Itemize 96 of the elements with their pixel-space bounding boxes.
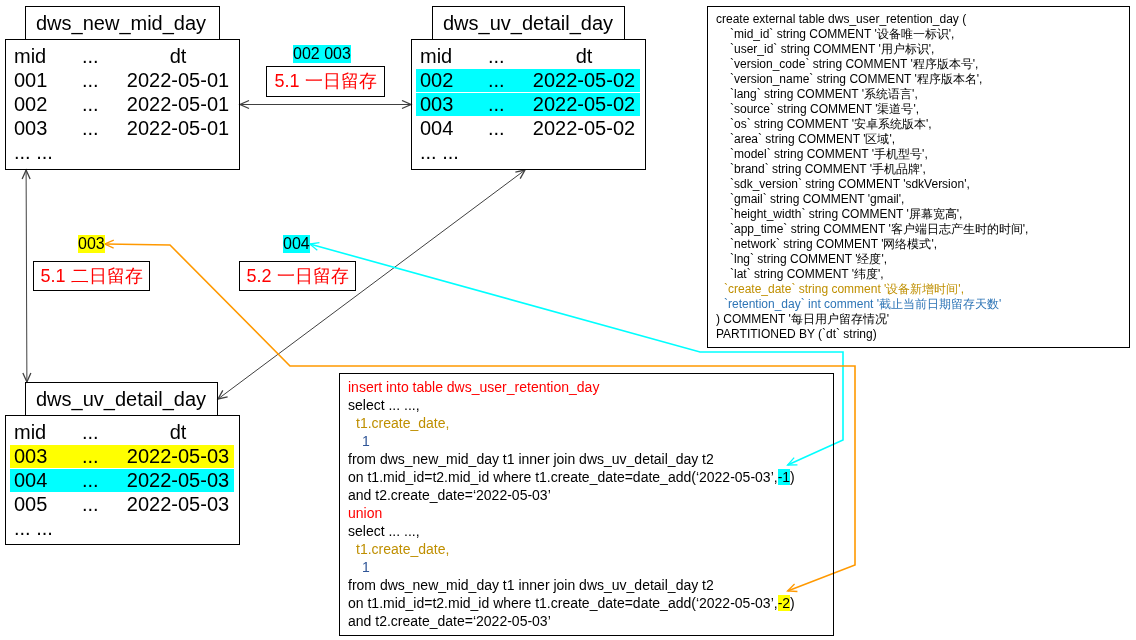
code-line: `lng` string COMMENT '经度',: [730, 252, 888, 267]
highlighted-text: 002 003: [293, 45, 351, 63]
code-line: `user_id` string COMMENT '用户标识',: [730, 42, 935, 57]
code-line: `area` string COMMENT '区域',: [730, 132, 896, 147]
table-text: 002: [420, 69, 454, 92]
table-text: 004: [420, 117, 454, 140]
highlighted-text: 003: [78, 235, 105, 253]
code-line: `os` string COMMENT '安卓系统版本',: [730, 117, 932, 132]
code-line: `model` string COMMENT '手机型号',: [730, 147, 928, 162]
code-line: `mid_id` string COMMENT '设备唯一标识',: [730, 27, 955, 42]
table-text: ...: [82, 445, 99, 468]
code-line: on t1.mid_id=t2.mid_id where t1.create_date=date_add(‘2022-05-03’,: [348, 594, 778, 612]
column-header: mid: [14, 45, 47, 68]
code-line: `source` string COMMENT '渠道号',: [730, 102, 920, 117]
table-text: ...: [488, 117, 505, 140]
table-text: 2022-05-02: [531, 69, 637, 92]
table-text: 2022-05-03: [125, 469, 231, 492]
code-line: `sdk_version` string COMMENT 'sdkVersion',: [730, 177, 970, 192]
table-box: [411, 39, 646, 170]
table-text: 005: [14, 493, 48, 516]
table-text: ...: [488, 69, 505, 92]
code-line: select ... ...,: [348, 396, 420, 414]
arrow: [21, 169, 32, 383]
table-text: 2022-05-03: [125, 493, 231, 516]
column-header: ...: [82, 45, 99, 68]
code-line: 1: [362, 558, 370, 576]
arrow: [217, 169, 526, 400]
table-text: ...: [82, 469, 99, 492]
code-line: `app_time` string COMMENT '客户端日志产生时的时间',: [730, 222, 1029, 237]
table-box: [5, 39, 240, 170]
table-text: ...: [488, 93, 505, 116]
code-line: `retention_day` int comment '截止当前日期留存天数': [724, 297, 1002, 312]
column-header: ...: [488, 45, 505, 68]
code-line: ) COMMENT '每日用户留存情况': [716, 312, 890, 327]
table-text: 003: [420, 93, 454, 116]
table-name-box: dws_new_mid_day: [25, 6, 220, 40]
table-text: 2022-05-01: [125, 69, 231, 92]
table-text: 2022-05-02: [531, 117, 637, 140]
arrow: [103, 239, 856, 593]
code-line: `version_code` string COMMENT '程序版本号',: [730, 57, 979, 72]
code-line: `brand` string COMMENT '手机品牌',: [730, 162, 926, 177]
table-text: 003: [14, 445, 48, 468]
label-box: 5.1 一日留存: [266, 66, 385, 97]
column-header: dt: [168, 45, 188, 68]
code-line: from dws_new_mid_day t1 inner join dws_uv_detail_day t2: [348, 576, 714, 594]
table-name-box: dws_uv_detail_day: [25, 382, 218, 416]
column-header: mid: [420, 45, 453, 68]
table-text: ... ...: [14, 141, 53, 164]
code-line: `lang` string COMMENT '系统语言',: [730, 87, 918, 102]
table-text: ...: [82, 493, 99, 516]
table-text: ...: [82, 117, 99, 140]
code-line: and t2.create_date=‘2022-05-03’: [348, 612, 551, 630]
code-box: [707, 6, 1130, 348]
table-text: 004: [14, 469, 48, 492]
code-line: and t2.create_date=‘2022-05-03’: [348, 486, 551, 504]
code-line: t1.create_date,: [356, 414, 450, 432]
code-line: insert into table dws_user_retention_day: [348, 378, 600, 396]
code-line: `lat` string COMMENT '纬度',: [730, 267, 884, 282]
code-line: PARTITIONED BY (`dt` string): [716, 327, 877, 342]
arrow: [308, 241, 844, 466]
code-line: `version_name` string COMMENT '程序版本名',: [730, 72, 983, 87]
column-header: mid: [14, 421, 47, 444]
table-text: 2022-05-03: [125, 445, 231, 468]
highlighted-text: 004: [283, 235, 310, 253]
table-text: 002: [14, 93, 48, 116]
column-header: dt: [574, 45, 594, 68]
arrow: [239, 99, 412, 110]
column-header: ...: [82, 421, 99, 444]
table-text: ...: [82, 69, 99, 92]
code-line: on t1.mid_id=t2.mid_id where t1.create_date=date_add(‘2022-05-03’,: [348, 468, 778, 486]
code-line: create external table dws_user_retention_day (: [716, 12, 967, 27]
code-line: `height_width` string COMMENT '屏幕宽高',: [730, 207, 963, 222]
code-line: t1.create_date,: [356, 540, 450, 558]
code-line: union: [348, 504, 383, 522]
code-line: `gmail` string COMMENT 'gmail',: [730, 192, 905, 207]
table-text: 003: [14, 117, 48, 140]
table-text: ... ...: [420, 141, 459, 164]
code-box: [339, 373, 834, 636]
code-line: `network` string COMMENT '网络模式',: [730, 237, 938, 252]
table-text: 2022-05-01: [125, 117, 231, 140]
code-line: select ... ...,: [348, 522, 420, 540]
table-text: 2022-05-01: [125, 93, 231, 116]
label-box: 5.1 二日留存: [33, 261, 150, 291]
table-name-box: dws_uv_detail_day: [432, 6, 625, 40]
code-line: from dws_new_mid_day t1 inner join dws_uv_detail_day t2: [348, 450, 714, 468]
code-line: ): [790, 594, 795, 612]
table-text: 001: [14, 69, 48, 92]
column-header: dt: [168, 421, 188, 444]
table-text: 2022-05-02: [531, 93, 637, 116]
code-line: ): [790, 468, 795, 486]
label-box: 5.2 一日留存: [239, 261, 356, 291]
code-line: `create_date` string comment '设备新增时间',: [724, 282, 964, 297]
table-text: ... ...: [14, 517, 53, 540]
table-box: [5, 415, 240, 545]
code-line: 1: [362, 432, 370, 450]
table-text: ...: [82, 93, 99, 116]
